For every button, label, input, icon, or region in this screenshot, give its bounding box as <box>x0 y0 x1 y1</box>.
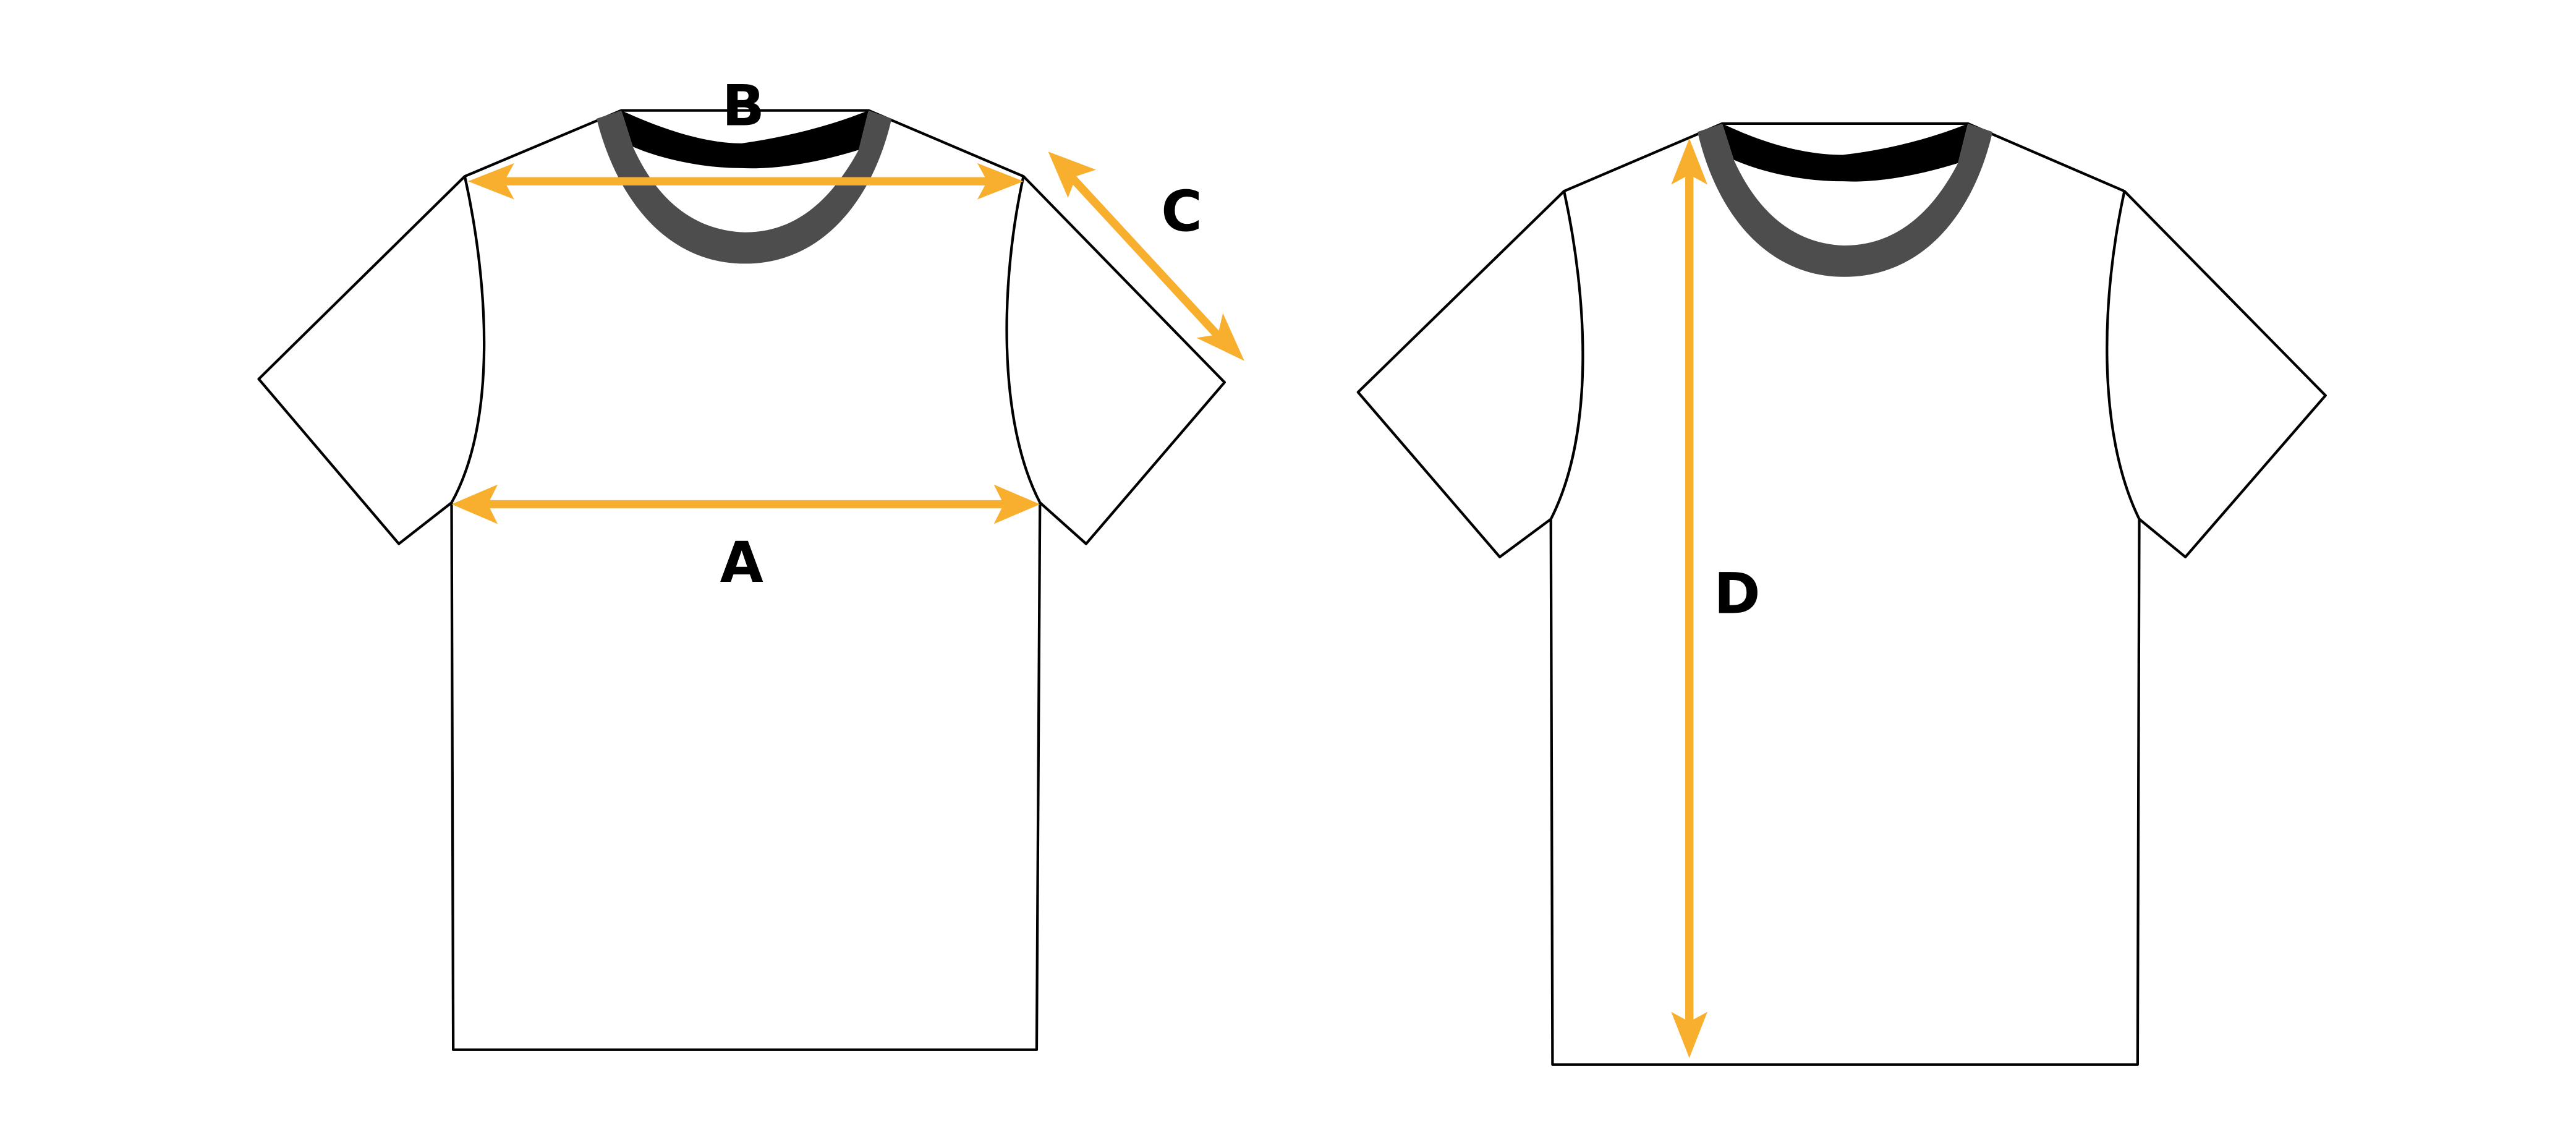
tshirt-length-view: D <box>1356 122 2327 1066</box>
measure-d-arrow <box>1671 138 1708 1059</box>
collar-ribbing-left <box>597 110 892 264</box>
label-c: C <box>1161 179 1202 244</box>
measure-a-arrow <box>451 484 1040 524</box>
collar-back-band-left <box>621 110 869 169</box>
armhole-seam-left-shirt-left <box>450 176 486 503</box>
collar-ribbing-right <box>1698 123 1993 277</box>
label-d: D <box>1714 561 1760 626</box>
armhole-seam-right-shirt-right <box>2106 190 2141 520</box>
measure-c-arrow <box>1048 151 1244 361</box>
collar-back-band-right <box>1722 123 1968 182</box>
tshirt-front-view: B A C <box>257 74 1244 1051</box>
armhole-seam-right-shirt-left <box>1549 190 1584 520</box>
armhole-seam-left-shirt-right <box>1005 176 1042 503</box>
measure-b-arrow <box>468 163 1024 200</box>
label-b: B <box>722 74 765 139</box>
label-a: A <box>720 531 763 595</box>
